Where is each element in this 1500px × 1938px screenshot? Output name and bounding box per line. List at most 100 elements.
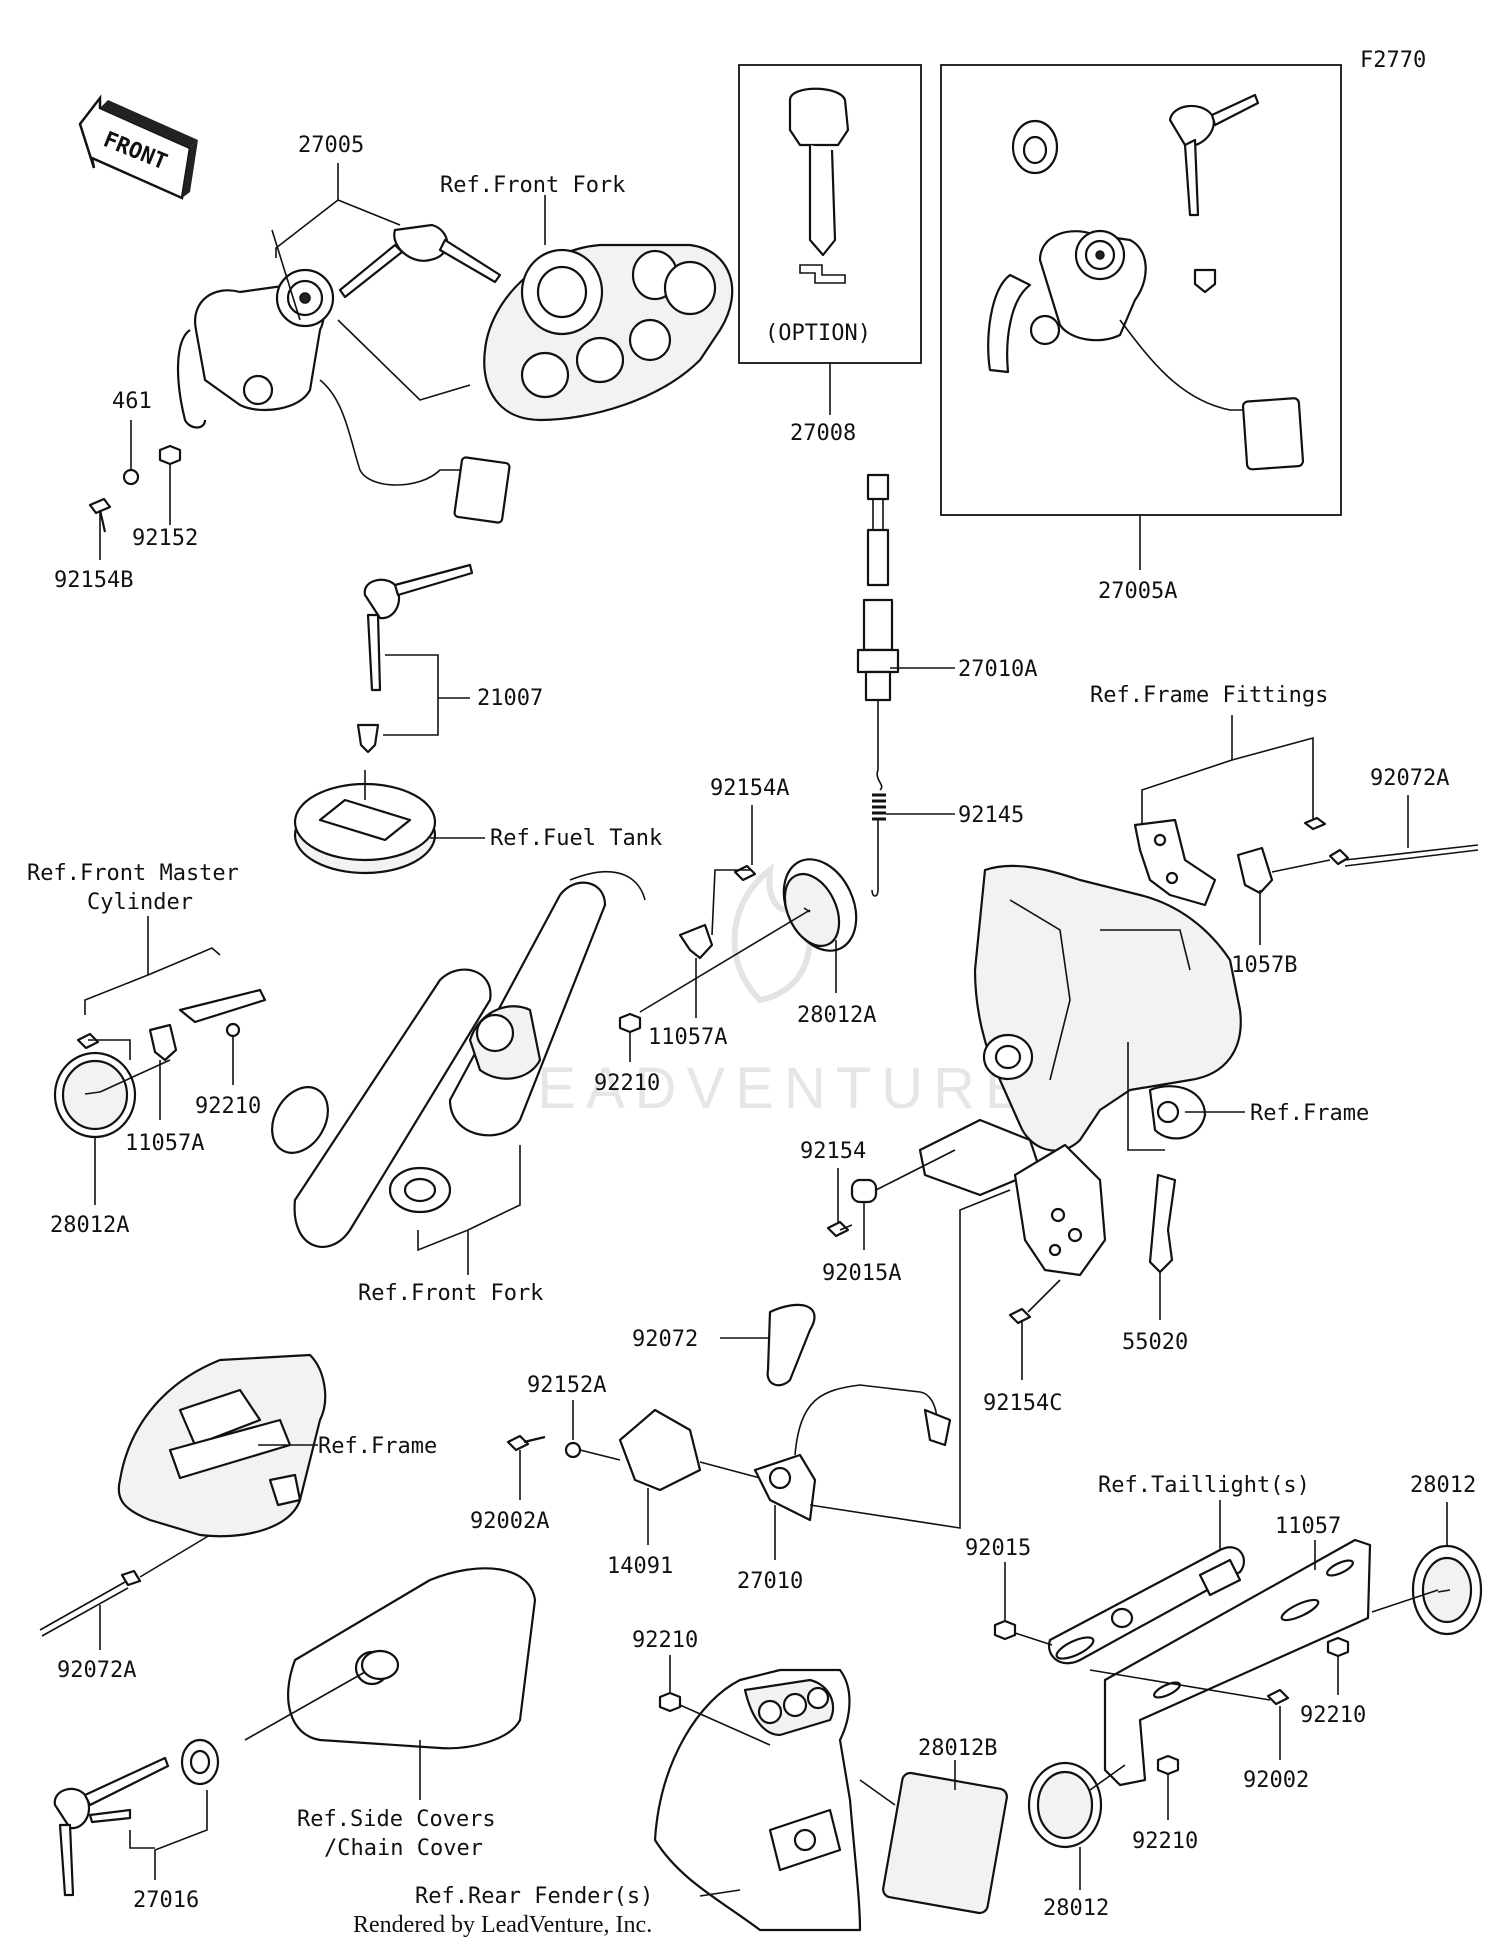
- ignition-switch-27005: [177, 229, 511, 524]
- bracket-11057A-left: [148, 1023, 178, 1062]
- leader-92015A: [863, 1149, 956, 1250]
- bolt-frame-fittings: [1303, 816, 1327, 831]
- washer-92152A: [564, 1441, 582, 1459]
- label-92210-right: 92210: [1300, 1703, 1366, 1728]
- leader-27016: [154, 1790, 208, 1880]
- label-92210-bottom: 92210: [632, 1628, 698, 1653]
- line-27010-frame: [809, 1189, 1011, 1529]
- key-blank-27008: [788, 87, 850, 284]
- nut-92210-mid: [618, 1012, 642, 1034]
- line-92002: [1089, 1669, 1271, 1701]
- label-ref-front-fork-bottom: Ref.Front Fork: [358, 1281, 543, 1306]
- label-ref-front-master-2: Cylinder: [87, 890, 193, 915]
- label-28012A-mid: 28012A: [797, 1003, 876, 1028]
- spring-92145: [871, 769, 886, 897]
- label-92154A: 92154A: [710, 776, 789, 801]
- frame-rear-left: [117, 1353, 327, 1538]
- leader-11057A-left: [88, 1039, 161, 1120]
- label-27005: 27005: [298, 133, 364, 158]
- label-92152A: 92152A: [527, 1373, 606, 1398]
- label-461: 461: [112, 389, 152, 414]
- label-92152: 92152: [132, 526, 198, 551]
- bolt-front-master: [76, 1032, 100, 1050]
- label-ref-front-fork-top: Ref.Front Fork: [440, 173, 625, 198]
- label-ref-front-master-1: Ref.Front Master: [27, 861, 239, 886]
- label-ref-side-covers-2: /Chain Cover: [324, 1836, 483, 1861]
- label-92145: 92145: [958, 803, 1024, 828]
- label-55020: 55020: [1122, 1330, 1188, 1355]
- bracket-frame-fittings: [1133, 818, 1217, 907]
- label-92210-right2: 92210: [1132, 1829, 1198, 1854]
- cover-14091: [618, 1408, 702, 1492]
- leader-92210-bottom: [669, 1655, 771, 1746]
- leader-92154C: [1021, 1279, 1061, 1380]
- label-92015A: 92015A: [822, 1261, 901, 1286]
- switch-27010A: [856, 473, 900, 770]
- label-92210-left: 92210: [195, 1094, 261, 1119]
- nut-92210-right2: [1156, 1754, 1180, 1776]
- label-ref-taillights: Ref.Taillight(s): [1098, 1473, 1310, 1498]
- label-92154B: 92154B: [54, 568, 133, 593]
- collar-92015A: [850, 1178, 878, 1204]
- label-ref-frame-right: Ref.Frame: [1250, 1101, 1369, 1126]
- bolt-92002: [1266, 1688, 1290, 1706]
- set-box-27005A: [940, 64, 1342, 516]
- label-27008: 27008: [790, 421, 856, 446]
- diagram-code: F2770: [1360, 48, 1426, 73]
- lock-set-27016: [53, 1738, 220, 1897]
- bracket-55020: [1148, 1173, 1177, 1274]
- nut-92210-bottom: [658, 1691, 682, 1713]
- bolt-92154B: [88, 497, 112, 533]
- leader-ref-front-master: [84, 916, 221, 1015]
- label-92002: 92002: [1243, 1768, 1309, 1793]
- label-ref-frame-fittings: Ref.Frame Fittings: [1090, 683, 1328, 708]
- label-92154C: 92154C: [983, 1391, 1062, 1416]
- reflector-28012A-left: [53, 1051, 137, 1139]
- footer-credit: Rendered by LeadVenture, Inc.: [353, 1912, 652, 1938]
- front-fork-lower: [271, 870, 646, 1248]
- label-27010: 27010: [737, 1569, 803, 1594]
- label-option: (OPTION): [765, 321, 871, 346]
- label-ref-side-covers-1: Ref.Side Covers: [297, 1807, 496, 1832]
- label-ref-fuel-tank: Ref.Fuel Tank: [490, 826, 662, 851]
- key-27005: [338, 223, 502, 299]
- rear-fender: [653, 1668, 862, 1932]
- nut-92015: [993, 1619, 1017, 1641]
- leader-27010: [699, 1461, 776, 1560]
- label-92015: 92015: [965, 1536, 1031, 1561]
- label-92072: 92072: [632, 1327, 698, 1352]
- label-92002A: 92002A: [470, 1509, 549, 1534]
- clamp-92072: [766, 1303, 816, 1387]
- bolt-92154: [826, 1220, 850, 1238]
- label-92072A-bottom: 92072A: [57, 1658, 136, 1683]
- leader-27016-b: [129, 1830, 155, 1849]
- leader-11057A-mid: [695, 869, 752, 1018]
- fuel-tank-cap: [293, 770, 437, 875]
- leader-27005: [275, 163, 401, 258]
- cable-tie-92072A-top: [1328, 844, 1479, 867]
- label-28012A-left: 28012A: [50, 1213, 129, 1238]
- label-11057A-left: 11057A: [125, 1131, 204, 1156]
- reflector-28012B: [882, 1771, 1008, 1915]
- leader-27005-ref: [337, 319, 471, 401]
- label-28012-bottom: 28012: [1043, 1896, 1109, 1921]
- label-14091: 14091: [607, 1554, 673, 1579]
- watermark-flame-icon: [731, 863, 813, 1004]
- label-28012B: 28012B: [918, 1736, 997, 1761]
- reflector-28012A-mid: [782, 858, 858, 952]
- bracket-11057A-mid: [678, 923, 714, 960]
- line-92072A-frame: [139, 1534, 211, 1578]
- frame-center: [918, 864, 1242, 1277]
- bolt-92154A: [733, 864, 757, 882]
- front-fork-triple-clamp: [483, 243, 734, 422]
- label-28012-top: 28012: [1410, 1473, 1476, 1498]
- leader-14091: [579, 1449, 649, 1545]
- watermark: LEADVENTURE: [495, 1056, 1034, 1121]
- cable-tie-92072A-bottom: [39, 1569, 142, 1637]
- front-arrow-icon: FRONT: [78, 94, 198, 200]
- line-reflector-mid: [639, 909, 811, 1013]
- bracket-11057B: [1236, 846, 1274, 895]
- line-28012-bottom: [1089, 1764, 1126, 1791]
- leader-ref-rear-fender: [699, 1889, 741, 1897]
